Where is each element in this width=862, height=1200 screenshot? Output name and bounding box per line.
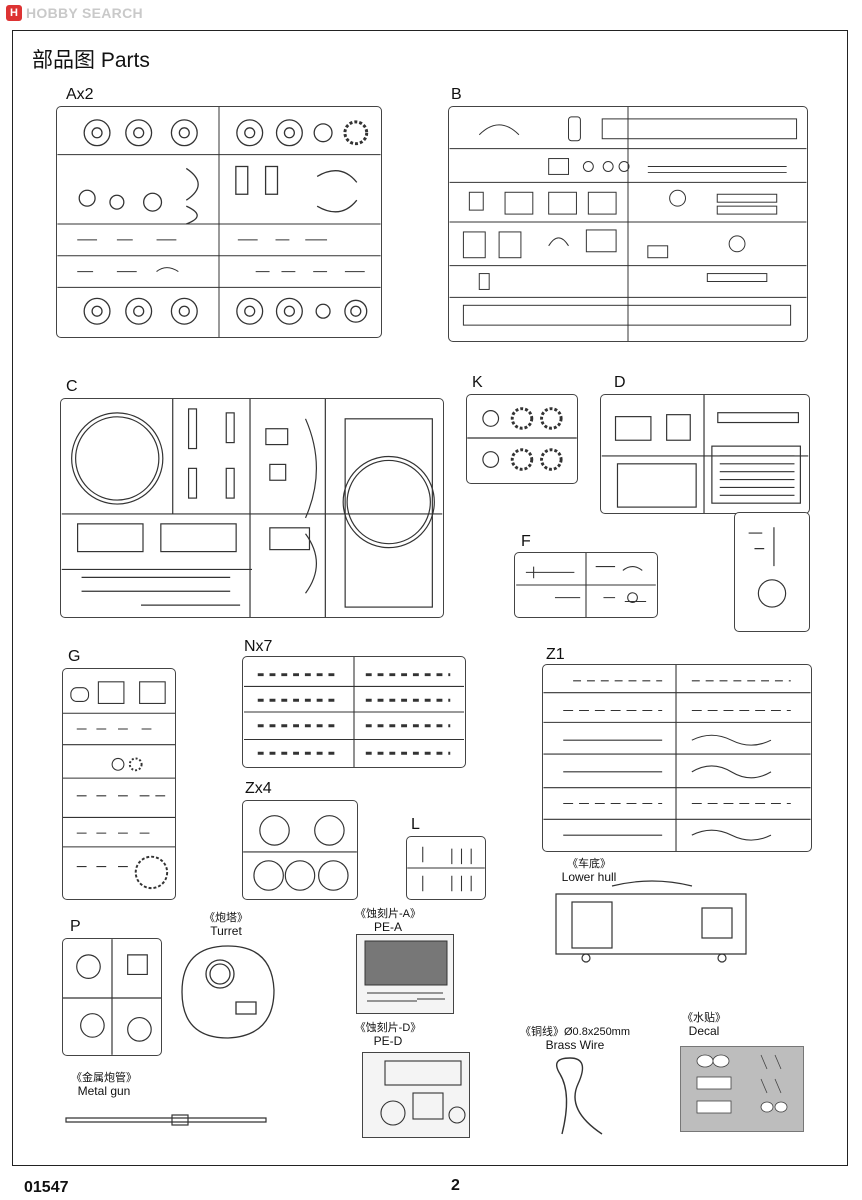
decal-caption: 《水贴》 Decal — [676, 1012, 732, 1038]
sprue-l-drawing — [407, 846, 485, 892]
sprue-p — [62, 938, 162, 1056]
pe-d-caption-en: PE-D — [373, 1034, 403, 1048]
brass-wire-caption-cn: 《铜线》Ø0.8x250mm — [519, 1026, 631, 1038]
product-code: 01547 — [24, 1179, 69, 1196]
sprue-n-drawing — [244, 657, 464, 767]
turret-drawing — [176, 942, 278, 1042]
sprue-g-label: G — [68, 648, 81, 665]
metal-gun-caption-cn: 《金属炮管》 — [71, 1072, 137, 1084]
lower-hull-caption: 《车底》 Lower hull — [554, 858, 624, 884]
lower-hull-drawing — [552, 880, 752, 966]
sprue-k-drawing — [467, 407, 577, 471]
sprue-zx4-drawing — [243, 815, 357, 891]
sprue-n-label: Nx7 — [244, 638, 273, 655]
watermark: H HOBBY SEARCH — [6, 5, 143, 21]
lower-hull-caption-cn: 《车底》 — [567, 858, 611, 870]
brass-wire-drawing — [552, 1054, 608, 1138]
sprue-f-drawing — [516, 553, 656, 617]
sprue-c-drawing — [61, 399, 443, 617]
sprue-p-drawing — [63, 939, 161, 1055]
brass-wire-caption: 《铜线》Ø0.8x250mm Brass Wire — [508, 1026, 642, 1052]
pe-a-caption: 《蚀刻片-A》 PE-A — [344, 908, 432, 934]
decal-caption-en: Decal — [688, 1024, 720, 1038]
sprue-g — [62, 668, 176, 900]
sprue-b — [448, 106, 808, 342]
pe-d-caption: 《蚀刻片-D》 PE-D — [344, 1022, 432, 1048]
sprue-c-label: C — [66, 378, 78, 395]
sprue-f-label: F — [521, 533, 531, 550]
sprue-a-label: Ax2 — [66, 86, 94, 103]
pe-a-caption-en: PE-A — [373, 920, 402, 934]
sprue-d-extension — [734, 512, 810, 632]
sprue-k — [466, 394, 578, 484]
turret-caption-cn: 《炮塔》 — [204, 912, 248, 924]
page-frame — [12, 30, 848, 1166]
metal-gun-drawing — [64, 1112, 270, 1128]
lower-hull-caption-en: Lower hull — [561, 870, 617, 884]
brass-wire-caption-en: Brass Wire — [545, 1038, 605, 1052]
sprue-d-label: D — [614, 374, 626, 391]
pe-d-fret — [362, 1052, 470, 1138]
pe-a-caption-cn: 《蚀刻片-A》 — [355, 908, 421, 920]
sprue-z1-drawing — [543, 665, 811, 851]
turret-caption: 《炮塔》 Turret — [196, 912, 256, 938]
sprue-k-label: K — [472, 374, 483, 391]
sprue-l-label: L — [411, 816, 420, 833]
metal-gun-caption: 《金属炮管》 Metal gun — [66, 1072, 142, 1098]
decal-caption-cn: 《水贴》 — [682, 1012, 726, 1024]
sprue-b-drawing — [449, 107, 807, 341]
sprue-p-label: P — [70, 918, 81, 935]
sprue-zx4-label: Zx4 — [245, 780, 272, 797]
pe-a-fret — [356, 934, 454, 1014]
watermark-logo-icon: H — [6, 5, 22, 21]
sprue-g-drawing — [63, 681, 175, 890]
sprue-z1-label: Z1 — [546, 646, 565, 663]
page-title: 部品图 Parts — [32, 49, 150, 72]
watermark-text: HOBBY SEARCH — [26, 5, 143, 21]
sprue-n — [242, 656, 466, 768]
sprue-d-extension-drawing — [748, 527, 787, 608]
sprue-z1 — [542, 664, 812, 852]
decal-sheet — [680, 1046, 804, 1132]
sprue-b-label: B — [451, 86, 462, 103]
sprue-d — [600, 394, 810, 514]
metal-gun-caption-en: Metal gun — [77, 1084, 131, 1098]
page-number: 2 — [451, 1177, 460, 1194]
sprue-f — [514, 552, 658, 618]
sprue-d-drawing — [601, 395, 809, 513]
pe-d-caption-cn: 《蚀刻片-D》 — [354, 1022, 422, 1034]
sprue-l — [406, 836, 486, 900]
turret-caption-en: Turret — [210, 924, 242, 938]
sprue-c — [60, 398, 444, 618]
sprue-zx4 — [242, 800, 358, 900]
sprue-a-drawing — [57, 107, 381, 337]
sprue-a — [56, 106, 382, 338]
